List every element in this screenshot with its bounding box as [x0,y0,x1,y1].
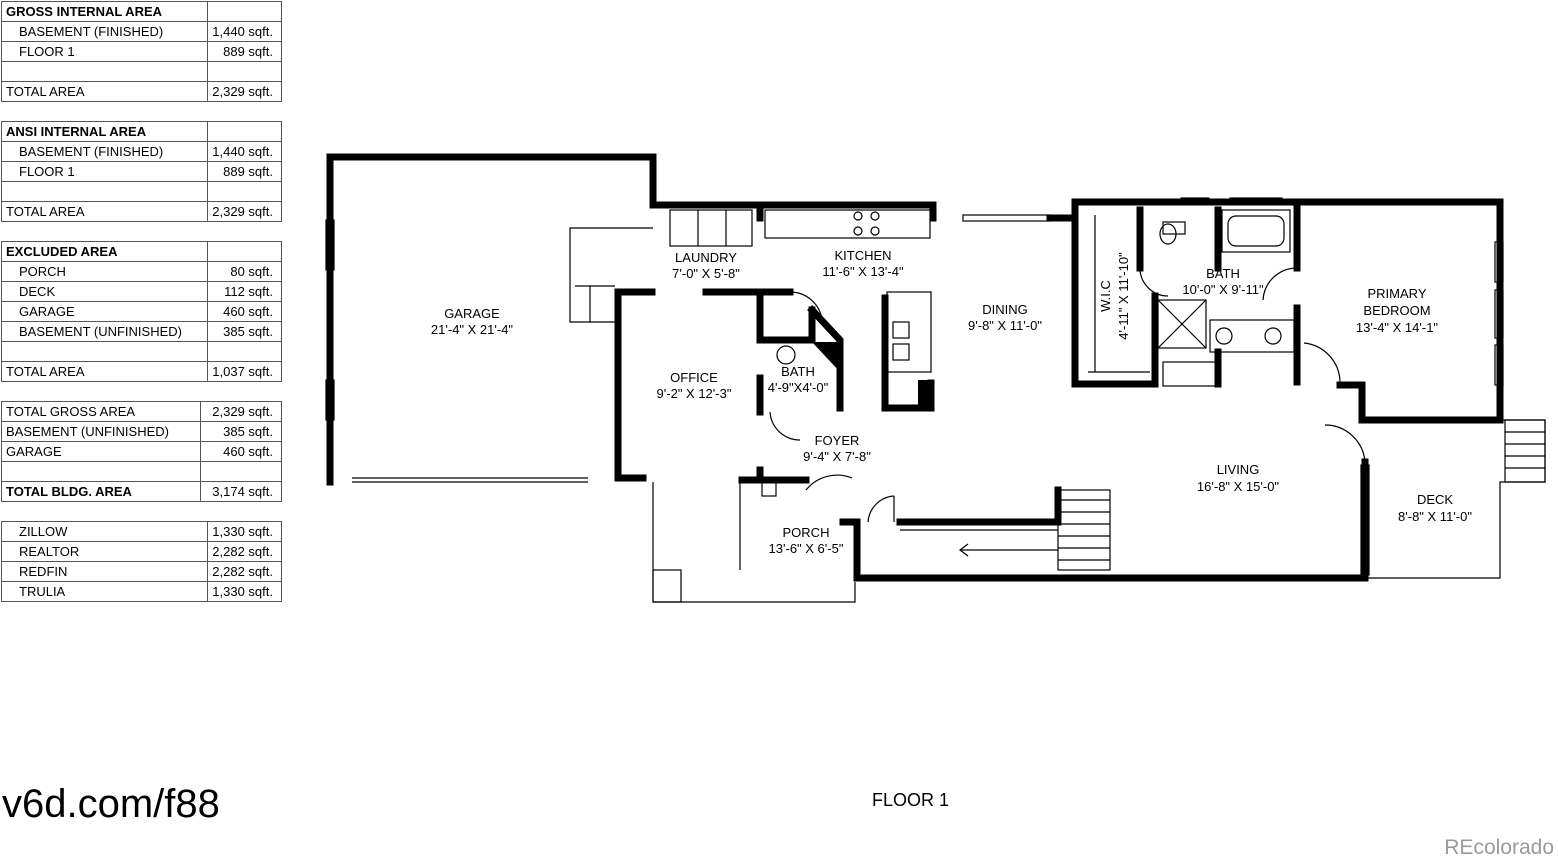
room-name-laundry: LAUNDRY [675,250,737,265]
table-row-label: TOTAL BLDG. AREA [1,481,201,502]
room-dims-foyer: 9'-4" X 7'-8" [803,449,871,464]
room-dims-half-bath: 4'-9"X4'-0" [768,380,829,395]
room-dims-living: 16'-8" X 15'-0" [1197,479,1280,494]
room-dims-deck: 8'-8" X 11'-0" [1398,509,1472,524]
table-row-label: TOTAL AREA [0,81,209,102]
room-name-dining: DINING [982,302,1028,317]
table-row-value: 385 sqft. [207,321,282,342]
room-name-foyer: FOYER [815,433,860,448]
fixtures [325,197,1546,603]
table-row-label: TOTAL AREA [0,201,209,222]
table-row-value: 2,282 sqft. [207,541,282,562]
ansi-internal-area-table: ANSI INTERNAL AREA BASEMENT (FINISHED)1,… [0,121,282,222]
room-name-deck: DECK [1417,492,1453,507]
table-row-value: 80 sqft. [207,261,282,282]
room-labels: GARAGE 21'-4" X 21'-4" LAUNDRY 7'-0" X 5… [431,248,1472,556]
room-dims-dining: 9'-8" X 11'-0" [968,318,1042,333]
room-dims-garage: 21'-4" X 21'-4" [431,322,514,337]
table-row-label: TRULIA [0,581,209,602]
room-dims-primary-bedroom: 13'-4" X 14'-1" [1356,320,1439,335]
tour-url: v6d.com/f88 [2,782,220,826]
solid-wall-blocks [812,342,933,410]
room-name-primary-bedroom-line2: BEDROOM [1363,303,1430,318]
table-row-value: 2,329 sqft. [207,81,282,102]
table-row-value: 889 sqft. [207,41,282,62]
floor-label: FLOOR 1 [872,790,950,810]
room-dims-kitchen: 11'-6" X 13'-4" [822,264,904,279]
room-name-living: LIVING [1217,462,1260,477]
watermark: REcolorado [1444,836,1554,859]
walls [326,153,1504,582]
room-name-kitchen: KITCHEN [834,248,891,263]
table-row-label: TOTAL AREA [0,361,209,382]
room-name-primary-bath: BATH [1206,266,1240,281]
room-dims-laundry: 7'-0" X 5'-8" [672,266,740,281]
room-name-half-bath: BATH [781,364,815,379]
table-row-label: GARAGE [0,301,209,322]
table-row-value: 1,330 sqft. [207,581,282,602]
room-name-office: OFFICE [670,370,718,385]
table-row-value: 112 sqft. [207,281,282,302]
room-dims-primary-bath: 10'-0" X 9'-11" [1182,282,1264,297]
room-name-porch: PORCH [783,525,830,540]
table-row-label: TOTAL GROSS AREA [1,401,201,422]
table-row-value: 2,329 sqft. [200,401,282,422]
table-row-value: 1,440 sqft. [207,141,282,162]
table-row-label: BASEMENT (FINISHED) [0,141,209,162]
table-row-label: BASEMENT (UNFINISHED) [0,321,209,342]
table-row-value: 2,329 sqft. [207,201,282,222]
table-title: ANSI INTERNAL AREA [0,121,209,142]
table-row-label: FLOOR 1 [0,41,209,62]
table-row-label: ZILLOW [0,521,209,542]
room-dims-porch: 13'-6" X 6'-5" [769,541,844,556]
room-name-primary-bedroom-line1: PRIMARY [1368,286,1427,301]
room-name-wic: W.I.C [1098,280,1113,312]
table-row-value: 1,037 sqft. [207,361,282,382]
room-dims-office: 9'-2" X 12'-3" [657,386,732,401]
room-dims-wic: 4'-11" X 11'-10" [1116,252,1131,340]
room-name-garage: GARAGE [444,306,500,321]
table-row-value: 3,174 sqft. [200,481,282,502]
gross-internal-area-table: GROSS INTERNAL AREA BASEMENT (FINISHED)1… [0,1,282,102]
table-row-value: 460 sqft. [200,441,282,462]
